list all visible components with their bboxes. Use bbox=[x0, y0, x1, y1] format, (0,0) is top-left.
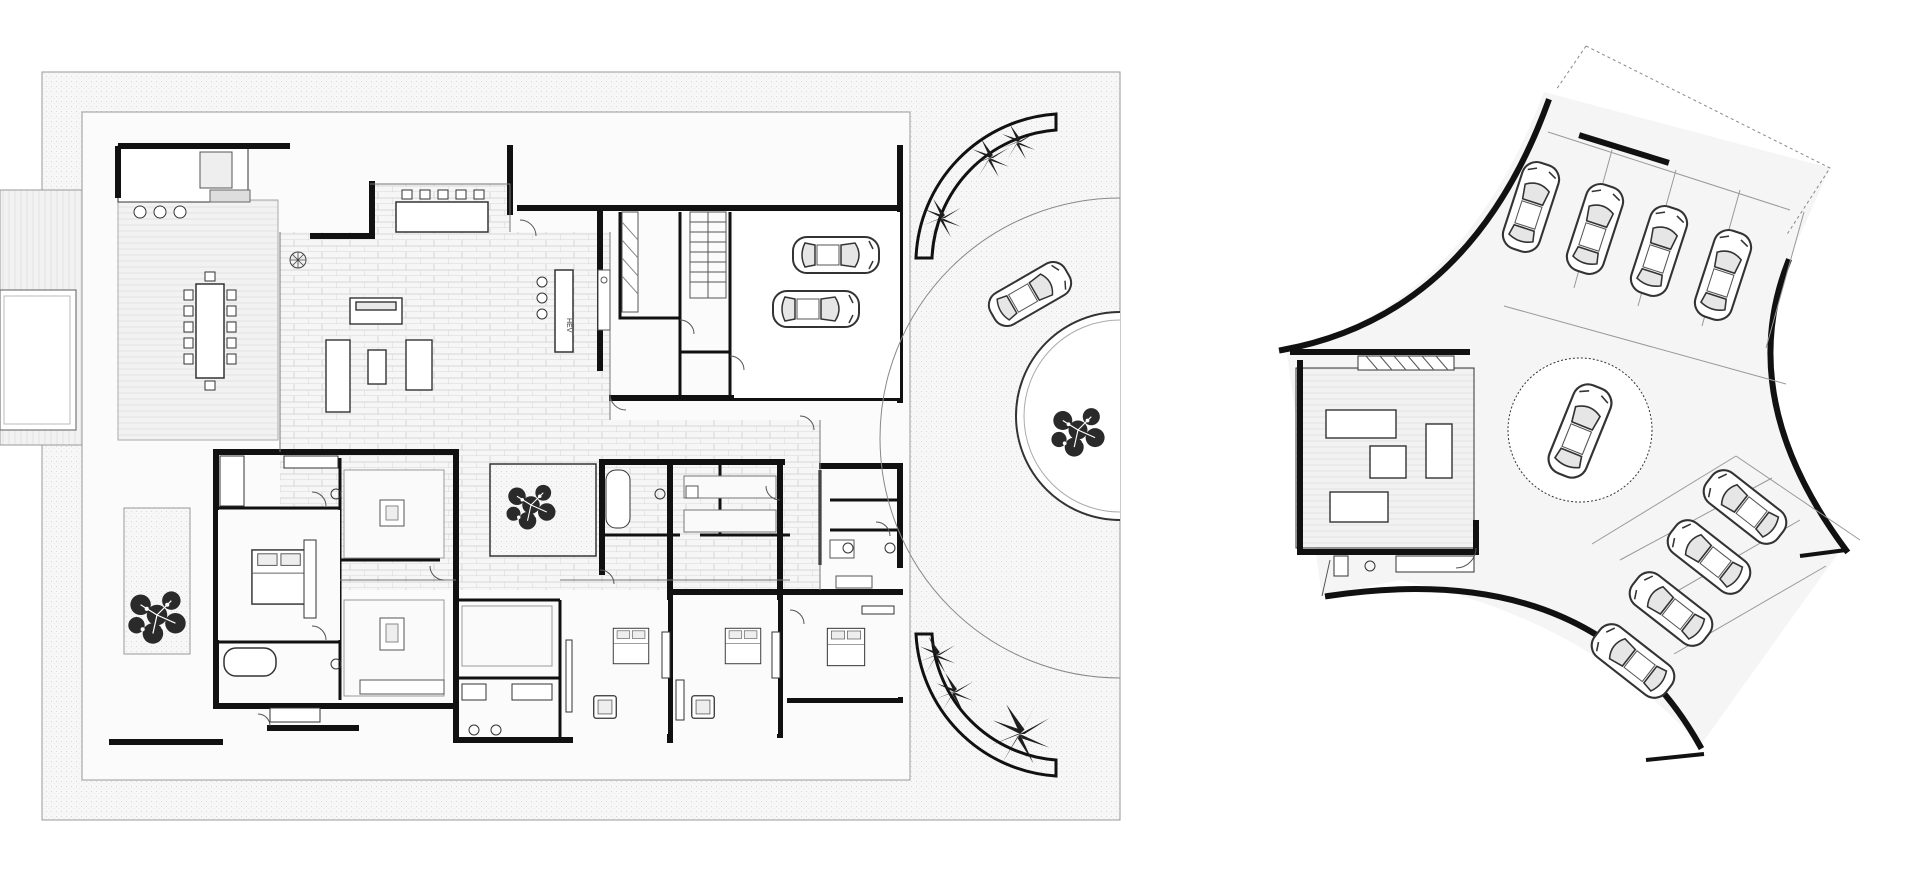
bedroom-1 bbox=[570, 600, 668, 734]
garage-car-1 bbox=[791, 235, 881, 275]
bedroom-1-bed bbox=[612, 627, 650, 665]
north-planter bbox=[914, 112, 1058, 260]
lounge-furniture bbox=[1325, 409, 1453, 523]
south-planter bbox=[914, 632, 1058, 778]
walls bbox=[109, 145, 903, 745]
dining-table bbox=[395, 189, 489, 233]
garage-car-2 bbox=[771, 289, 861, 329]
master-bed bbox=[251, 549, 307, 605]
bathtub bbox=[223, 647, 277, 677]
indoor-plant-icon bbox=[289, 251, 307, 269]
kitchen-island-label: HEV bbox=[565, 318, 572, 333]
bedroom-2-bed bbox=[724, 627, 762, 665]
door-swings bbox=[257, 219, 891, 727]
driveway bbox=[879, 197, 1121, 679]
swimming-pool bbox=[0, 289, 77, 431]
bedroom-3-bed bbox=[826, 627, 866, 667]
bedroom-1-armchair bbox=[593, 695, 617, 719]
bedroom-2-armchair bbox=[691, 695, 715, 719]
stair bbox=[689, 211, 727, 299]
parking-plan bbox=[1278, 45, 1861, 762]
kitchen-island bbox=[554, 269, 574, 353]
house-plan: HEV bbox=[0, 71, 1121, 821]
outdoor-dining-table bbox=[183, 271, 237, 391]
living-furniture bbox=[325, 297, 433, 413]
